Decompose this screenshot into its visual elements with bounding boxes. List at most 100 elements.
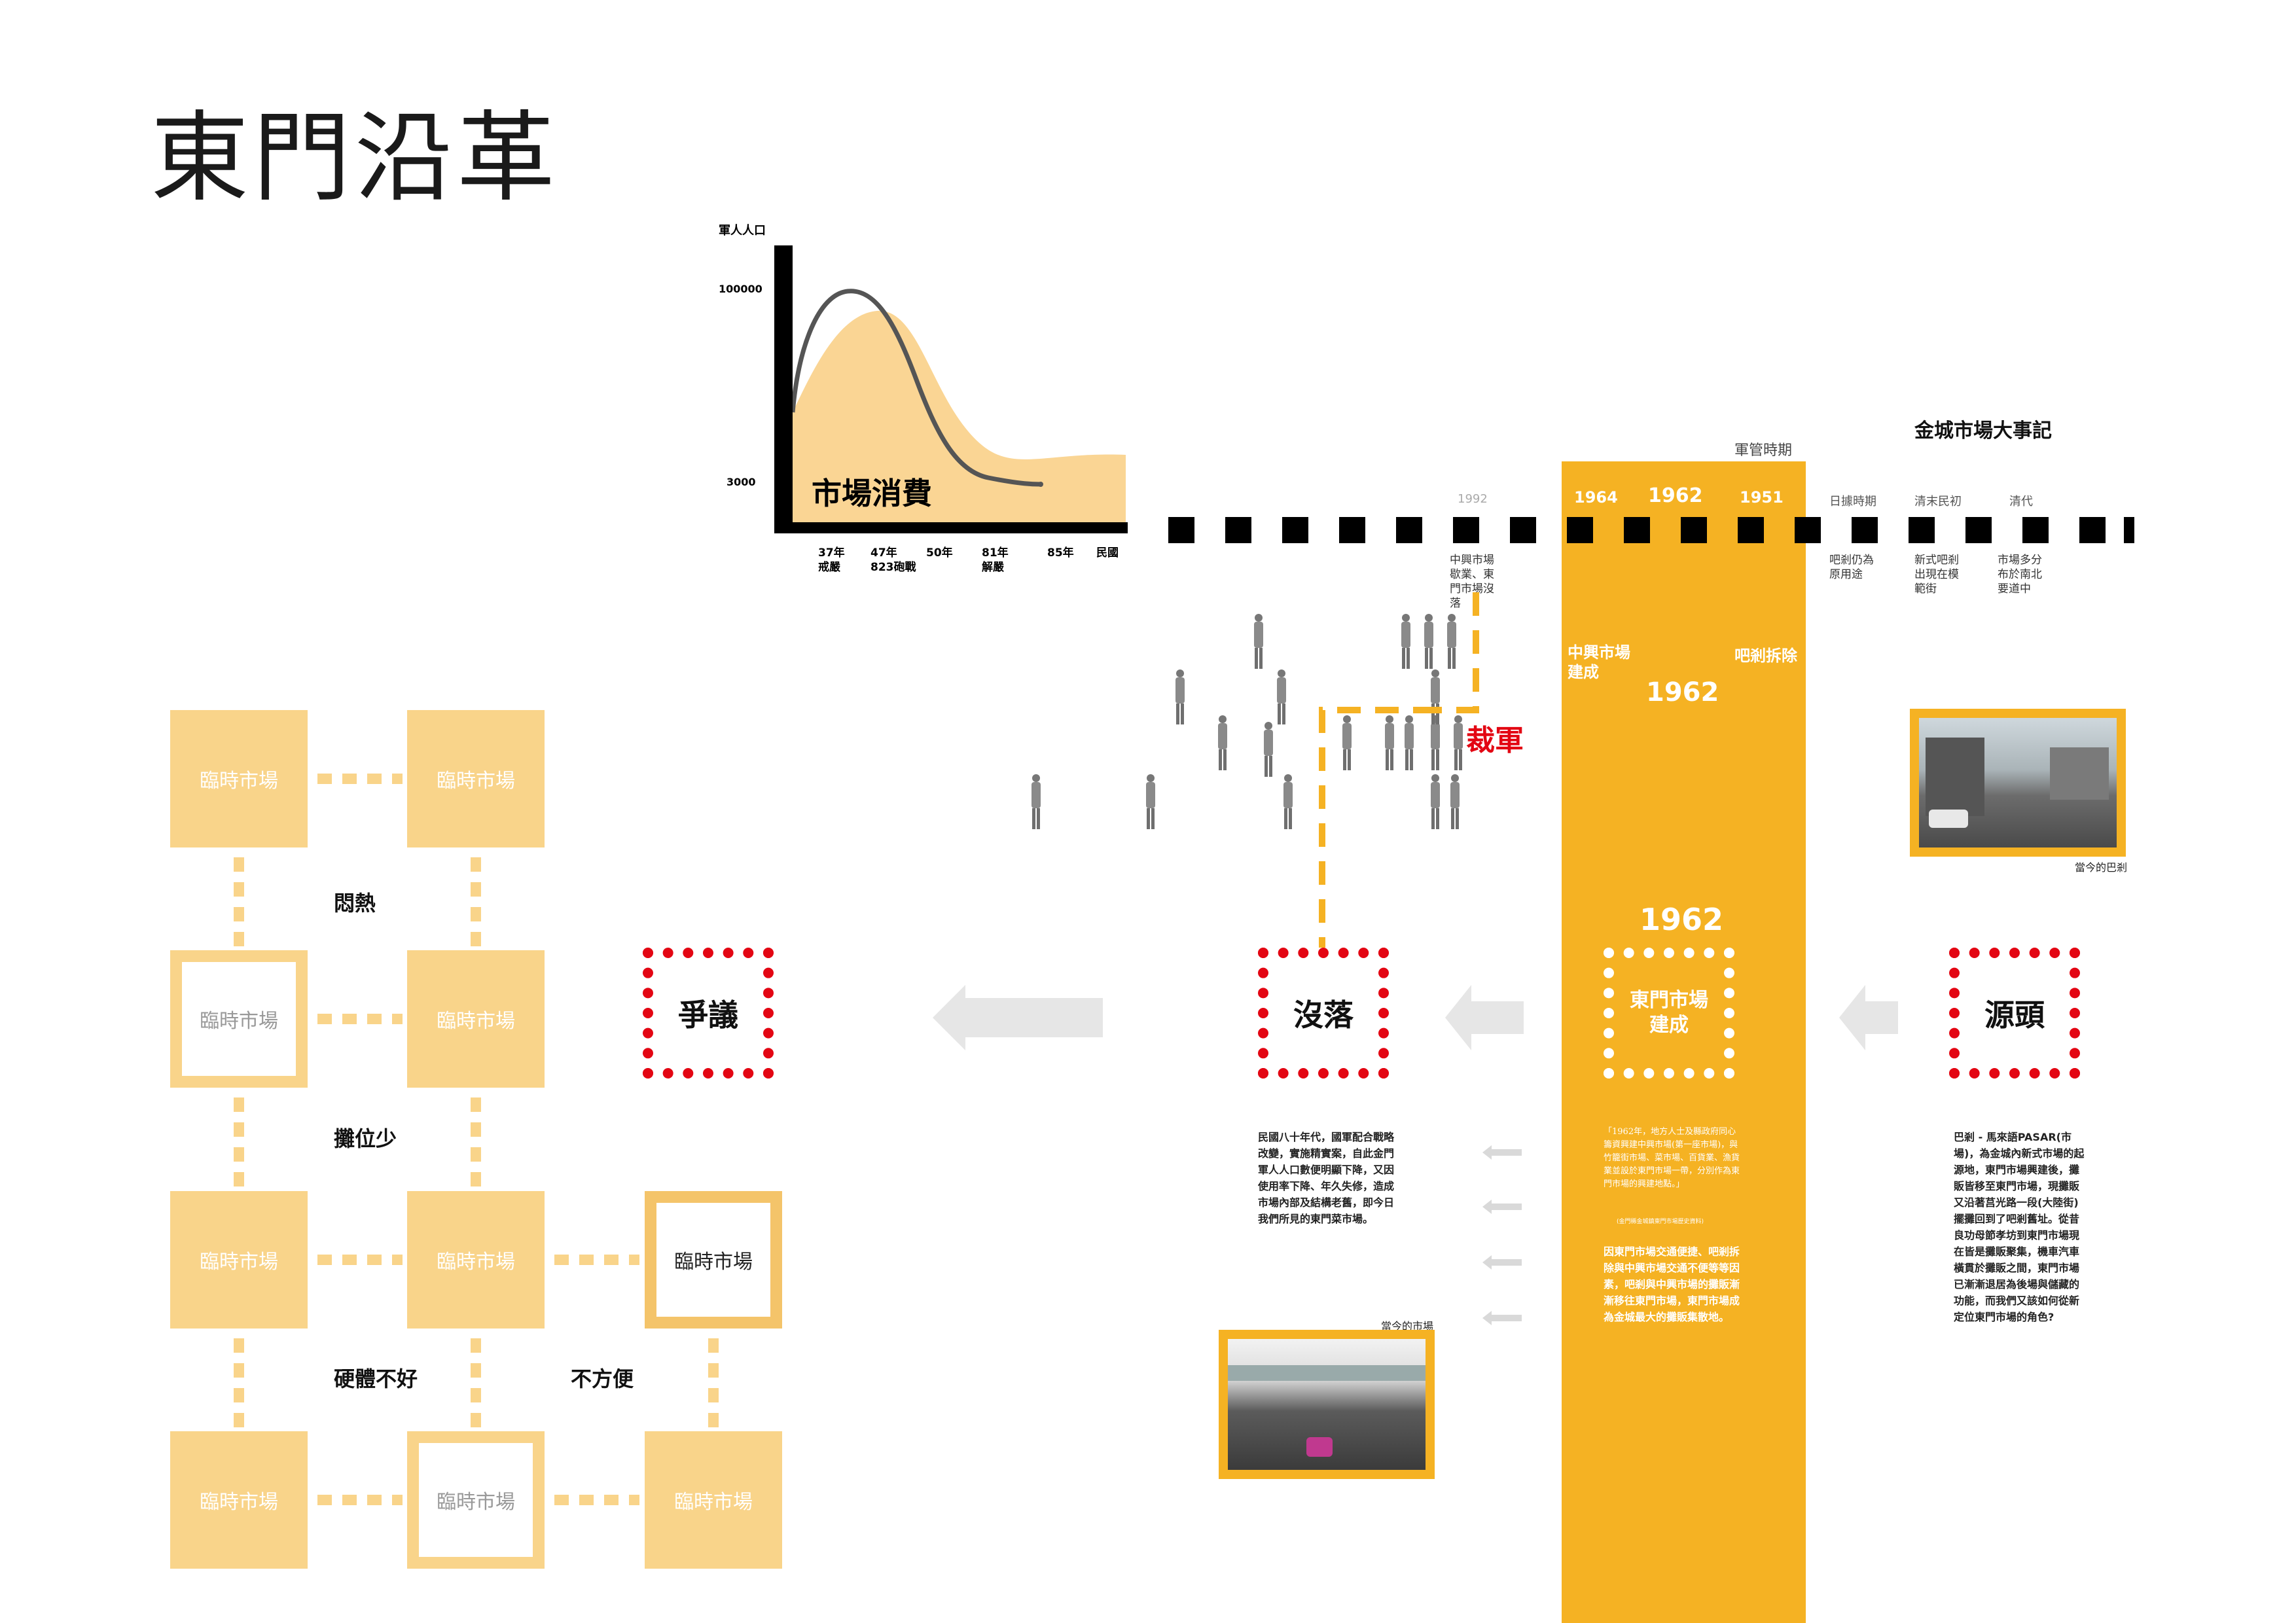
box-decline: 沒落 (1258, 948, 1389, 1079)
area-label: 市場消費 (812, 476, 932, 511)
layoff-label: 裁軍 (1466, 724, 1524, 757)
soldier-figure (1264, 722, 1273, 777)
year-1962: 1962 (1648, 484, 1703, 507)
temp-market-cell: 臨時市場 (645, 1191, 782, 1329)
x-axis-label: 民國 (1096, 546, 1119, 560)
timeline-dash (1282, 517, 1308, 543)
x-tick-sub-0: 戒嚴 (818, 560, 841, 574)
x-tick-1: 47年 (870, 546, 897, 560)
small-arrow (1482, 1255, 1522, 1270)
timeline-dash (1396, 517, 1422, 543)
box-dispute: 爭議 (643, 948, 774, 1079)
box-source: 源頭 (1949, 948, 2080, 1079)
series-military-population-end (1038, 482, 1043, 487)
soldier-figure (1401, 614, 1410, 669)
connector-horizontal (317, 774, 403, 784)
year-1992: 1992 (1458, 492, 1488, 506)
timeline-dash (1795, 517, 1821, 543)
issue-hot: 悶熱 (334, 891, 376, 916)
temp-market-cell: 臨時市場 (645, 1431, 782, 1569)
soldier-figure (1450, 774, 1460, 829)
issue-inconvenient: 不方便 (571, 1366, 634, 1391)
connector-horizontal (317, 1014, 403, 1024)
connector-vertical (708, 1338, 719, 1430)
series-market-consumption (793, 310, 1126, 524)
y-axis (774, 245, 793, 533)
connector-vertical (471, 1338, 481, 1430)
soldier-figure (1146, 774, 1155, 829)
soldier-figure (1431, 774, 1440, 829)
timeline-dash (1567, 517, 1593, 543)
connector-horizontal (554, 1495, 639, 1505)
small-arrow (1482, 1311, 1522, 1325)
soldier-figure (1447, 614, 1456, 669)
era-qing: 清代 (2009, 495, 2033, 508)
timeline-dash (1510, 517, 1536, 543)
built-quote-source: (金門縣金城鎮東門市場歷史資料) (1617, 1219, 1704, 1225)
era-late-qing: 清末民初 (1914, 495, 1962, 508)
x-axis (774, 522, 1128, 533)
connector-horizontal (554, 1255, 639, 1265)
built-paragraph: 因東門市場交通便捷、吧剎拆除與中興市場交通不便等等因素，吧剎與中興市場的攤販漸漸… (1604, 1245, 1740, 1323)
timeline-dash (1624, 517, 1650, 543)
small-arrow (1482, 1145, 1522, 1160)
connector-horizontal (317, 1255, 403, 1265)
x-tick-sub-1: 823砲戰 (870, 560, 916, 574)
period-label: 軍管時期 (1734, 442, 1793, 459)
timeline-dash (1225, 517, 1251, 543)
timeline-dash (1965, 517, 1992, 543)
soldier-figure (1175, 669, 1185, 724)
timeline-dash (1852, 517, 1878, 543)
soldier-figure (1431, 669, 1440, 724)
x-tick-3: 81年 (982, 546, 1009, 560)
temp-market-cell: 臨時市場 (170, 1431, 308, 1569)
timeline-dash (1453, 517, 1479, 543)
soldier-figure (1385, 715, 1394, 770)
soldier-figure (1454, 715, 1463, 770)
connector-vertical (234, 857, 244, 949)
soldier-figure (1283, 774, 1293, 829)
temp-market-cell: 臨時市場 (407, 1431, 545, 1569)
connector-horizontal (317, 1495, 403, 1505)
temp-market-cell: 臨時市場 (407, 1191, 545, 1329)
note-japanese: 吧剎仍為 原用途 (1829, 554, 1874, 581)
arrow-3 (933, 985, 1103, 1050)
page-title: 東門沿革 (151, 101, 560, 215)
timeline-dash (1168, 517, 1194, 543)
soldier-figure (1254, 614, 1263, 669)
issue-bad-hardware: 硬體不好 (334, 1366, 418, 1391)
market-caption: 當今的市場 (1381, 1320, 1434, 1332)
built-quote: 「1962年，地方人士及縣政府同心籌資興建中興市場(第一座市場)，與竹籠街市場、… (1604, 1127, 1740, 1189)
timeline-dash (2022, 517, 2049, 543)
connector-vertical (471, 1097, 481, 1189)
band-year-2: 1962 (1640, 902, 1724, 937)
temp-market-cell: 臨時市場 (170, 710, 308, 847)
decline-paragraph: 民國八十年代，國軍配合戰略改變，實施精實案，自此金門軍人人口數便明顯下降，又因使… (1258, 1131, 1395, 1225)
temp-market-cell: 臨時市場 (170, 950, 308, 1088)
year-1964: 1964 (1574, 488, 1618, 507)
note-1992: 中興市場 歇業、東 門市場沒 落 (1450, 554, 1494, 610)
note-qing: 市場多分 布於南北 要道中 (1998, 554, 2042, 596)
timeline-dash (2079, 517, 2106, 543)
temp-market-cell: 臨時市場 (407, 950, 545, 1088)
soldier-figure (1342, 715, 1352, 770)
note-late-qing: 新式吧剎 出現在模 範街 (1914, 554, 1959, 596)
connector-vertical (471, 857, 481, 949)
temp-market-cell: 臨時市場 (407, 710, 545, 847)
pasar-caption: 當今的巴剎 (2075, 861, 2128, 874)
y-tick-3000: 3000 (726, 476, 756, 488)
arrow-2 (1445, 985, 1524, 1050)
timeline-dash (1681, 517, 1707, 543)
soldier-figure (1277, 669, 1286, 724)
soldier-figure (1424, 614, 1433, 669)
y-axis-label: 軍人人口 (719, 224, 766, 238)
issue-few-stalls: 攤位少 (334, 1126, 397, 1151)
connector-vertical (234, 1338, 244, 1430)
soldier-figure (1031, 774, 1041, 829)
x-tick-4: 85年 (1047, 546, 1074, 560)
market-photo (1219, 1330, 1435, 1479)
timeline-dash (1909, 517, 1935, 543)
timeline-dash (1738, 517, 1764, 543)
military-period-band (1562, 461, 1806, 1623)
